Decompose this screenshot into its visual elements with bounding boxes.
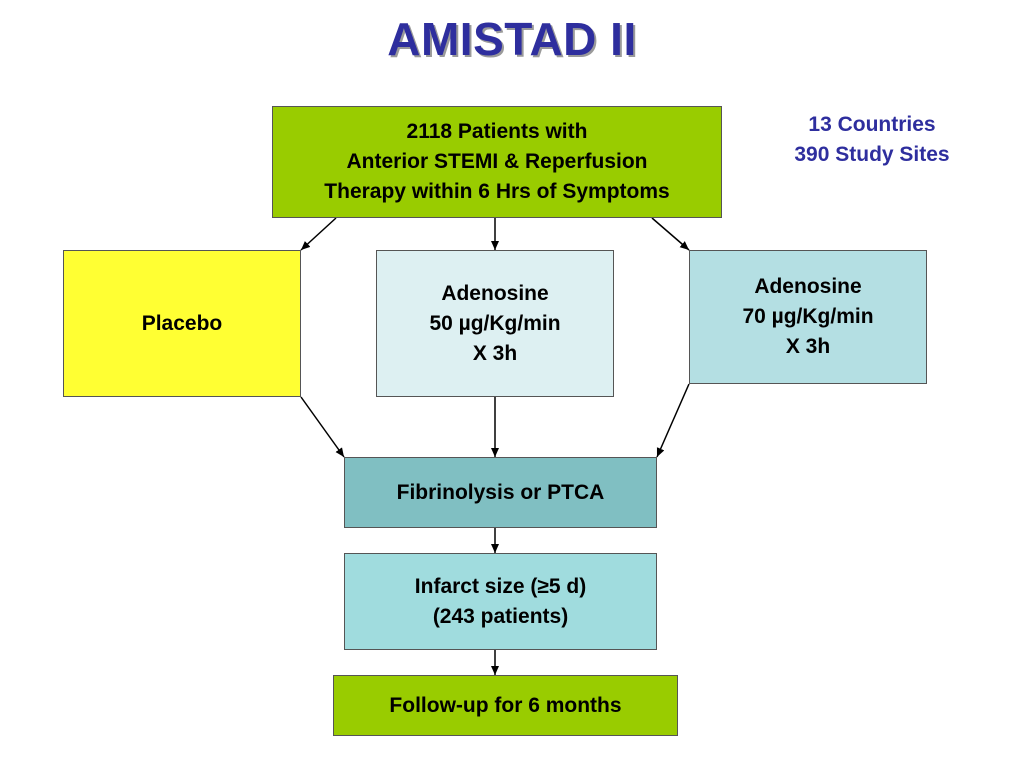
reperfusion-box: Fibrinolysis or PTCA [344,457,657,528]
infarct-size-box: Infarct size (≥5 d) (243 patients) [344,553,657,650]
adenosine-70-drug: Adenosine [754,275,862,298]
enrollment-line-2: Anterior STEMI & Reperfusion [346,150,648,173]
countries-count: 13 Countries [808,113,936,136]
arrow-adenosine-70-to-reperfusion [656,383,690,458]
study-sites-count: 390 Study Sites [794,143,950,166]
adenosine-50-dose: 50 µg/Kg/min [429,311,561,335]
placebo-box: Placebo [63,250,301,397]
infarct-size-label: Infarct size (≥5 d) [414,574,587,598]
reperfusion-label: Fibrinolysis or PTCA [396,480,605,504]
study-scope-note: 13 Countries 390 Study Sites [752,110,992,170]
adenosine-70-box: Adenosine 70 µg/Kg/min X 3h [689,250,927,384]
adenosine-70-duration: X 3h [785,335,831,358]
enrollment-line-1: 2118 Patients with [406,120,588,143]
infarct-size-patients: (243 patients) [432,604,569,628]
adenosine-50-duration: X 3h [472,341,518,365]
page-title: AMISTAD II [387,13,637,65]
adenosine-70-dose: 70 µg/Kg/min [742,305,874,328]
arrow-enrollment-to-placebo [300,217,337,251]
adenosine-50-box: Adenosine 50 µg/Kg/min X 3h [376,250,614,397]
placebo-label: Placebo [141,311,223,335]
arrow-enrollment-to-adenosine-70 [651,217,690,251]
follow-up-box: Follow-up for 6 months [333,675,678,736]
follow-up-label: Follow-up for 6 months [389,693,622,717]
adenosine-50-drug: Adenosine [441,281,549,305]
arrow-placebo-to-reperfusion [300,396,345,458]
enrollment-line-3: Therapy within 6 Hrs of Symptoms [324,180,670,203]
enrollment-box: 2118 Patients with Anterior STEMI & Repe… [272,106,722,218]
